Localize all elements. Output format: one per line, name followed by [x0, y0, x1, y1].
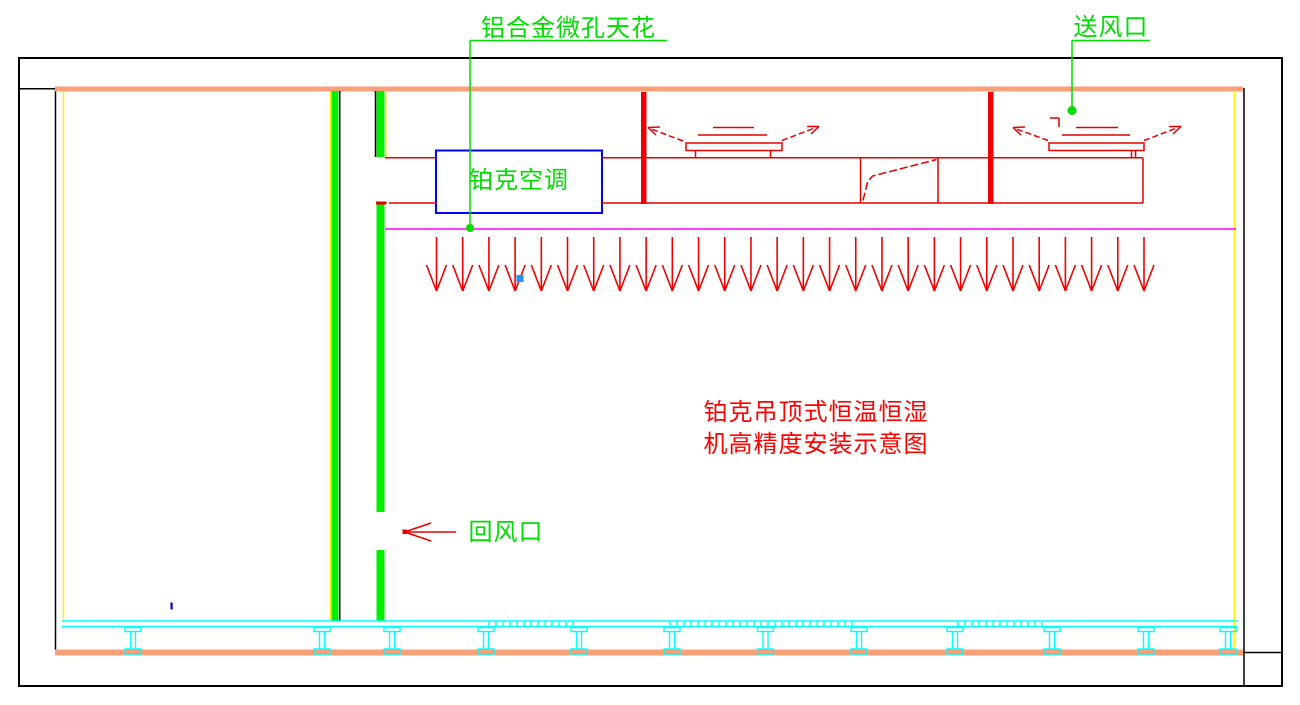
floor-pedestal [1137, 626, 1155, 655]
wall-finish-lines [62, 91, 1236, 650]
floor-pedestal [570, 626, 588, 655]
airflow-arrow [687, 237, 710, 292]
ac-unit-box [435, 149, 603, 214]
floor-pedestal [756, 626, 775, 655]
label-ac-unit: 铂克空调 [469, 166, 569, 194]
floor-pedestal [124, 626, 142, 655]
airflow-arrow [582, 237, 605, 292]
drawing-title: 铂克吊顶式恒温恒湿 机高精度安装示意图 [698, 396, 934, 460]
airflow-arrow [897, 237, 919, 292]
airflow-arrow [1028, 237, 1050, 292]
blue-tick-marker [170, 602, 173, 610]
airflow-arrow [478, 237, 500, 292]
airflow-arrow [556, 237, 579, 292]
label-supply-outlet: 送风口 [1073, 13, 1149, 41]
raised-floor [62, 620, 1238, 655]
airflow-arrow [1054, 237, 1077, 292]
floor-slab [55, 649, 1243, 656]
duct-damper [859, 158, 939, 203]
airflow-arrow [871, 237, 893, 292]
airflow-arrow [976, 237, 998, 292]
label-ceiling: 铝合金微孔天花 [481, 14, 656, 42]
airflow-arrow [1133, 237, 1155, 292]
floor-pedestals [124, 626, 1237, 655]
partition-columns [329, 91, 387, 621]
airflow-arrow [1080, 237, 1103, 292]
airflow-arrow [504, 237, 526, 292]
floor-pedestal [1043, 626, 1061, 655]
airflow-arrow [609, 237, 631, 292]
column-duct-cap [376, 201, 387, 205]
supply-diffuser-left [647, 125, 820, 158]
floor-pedestal [313, 626, 331, 655]
floor-pedestal [663, 626, 681, 655]
airflow-arrows [425, 237, 1155, 292]
airflow-arrow [425, 237, 448, 292]
airflow-arrow [1002, 237, 1024, 292]
duct-lines [385, 157, 1144, 204]
floor-pedestal [850, 626, 868, 655]
airflow-arrow [451, 237, 474, 292]
airflow-arrow [1107, 237, 1129, 292]
airflow-arrow [792, 237, 815, 292]
floor-pedestal [946, 626, 964, 655]
airflow-arrow [740, 237, 762, 292]
drawing-title-line2: 机高精度安装示意图 [703, 430, 929, 458]
leader-ceiling [466, 39, 667, 232]
floor-grille-ticks [488, 621, 1043, 626]
airflow-arrow [949, 237, 972, 292]
supply-diffuser-right [1012, 117, 1182, 158]
airflow-arrow [530, 237, 553, 292]
airflow-arrow [845, 237, 867, 292]
leader-supply [1067, 39, 1150, 115]
airflow-arrow [635, 237, 657, 292]
duct-risers [641, 92, 994, 204]
airflow-arrow [661, 237, 684, 292]
wall-structure [18, 57, 1283, 687]
airflow-arrow [818, 237, 841, 292]
airflow-arrow [713, 237, 736, 292]
drawing-title-line1: 铂克吊顶式恒温恒湿 [703, 398, 929, 426]
label-return-outlet: 回风口 [468, 518, 544, 546]
floor-pedestal [383, 626, 401, 655]
airflow-arrow [766, 237, 788, 292]
blue-marker [516, 275, 524, 282]
ceiling-slab [55, 86, 1243, 92]
airflow-arrow [923, 237, 946, 292]
floor-pedestal [1219, 626, 1237, 655]
floor-pedestal [477, 626, 495, 655]
return-air-arrow [402, 522, 456, 542]
